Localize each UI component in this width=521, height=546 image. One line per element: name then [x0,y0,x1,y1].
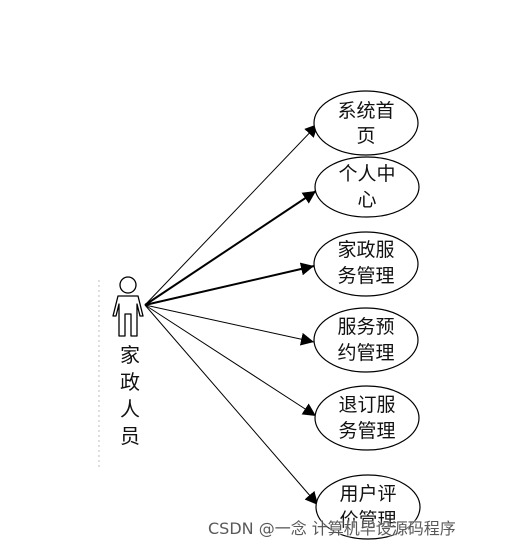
use-case-ellipse [314,385,420,451]
use-case-ellipse [315,474,421,540]
use-case-home: 系统首 页 [313,90,419,156]
use-case-ellipse [314,156,420,218]
use-case-ellipse [313,307,419,373]
use-case-label: 约管理 [337,342,394,364]
use-case-service-management: 家政服 务管理 [313,231,419,297]
use-case-cancellation-management: 退订服 务管理 [314,385,420,451]
use-case-label: 心 [357,189,376,211]
association-arrow [144,304,317,417]
associations [144,123,319,506]
use-case-label: 务管理 [338,420,395,442]
actor-figure [112,276,144,337]
use-case-ellipse [313,90,419,156]
use-case-label: 服务预 [337,316,394,338]
use-case-personal-center: 个人中 心 [314,156,420,218]
actor-head [119,276,137,294]
association-arrow [144,123,319,306]
use-case-label: 个人中 [338,163,395,185]
actor-label: 家 政 人 员 [120,343,140,448]
use-case-label: 退订服 [338,394,395,416]
use-case-label: 务管理 [337,265,394,287]
use-case-label: 用户评 [339,483,396,505]
actor-label-char: 员 [120,424,140,448]
watermark: CSDN @一念 计算机毕设源码程序 [208,519,456,538]
actor-label-char: 家 [120,343,140,367]
association-arrow [144,262,315,306]
association-arrow [144,190,317,306]
use-case-label: 系统首 [337,100,394,122]
use-case-label: 价管理 [339,509,396,531]
actor-body [112,295,144,337]
association-arrow [144,304,319,506]
actor-label-char: 政 [120,370,140,394]
use-case-label: 家政服 [337,239,394,261]
use-case-ellipse [313,231,419,297]
use-case-booking-management: 服务预 约管理 [313,307,419,373]
actor-label-char: 人 [120,397,140,421]
use-case-label: 页 [356,125,375,147]
use-case-review-management: 用户评 价管理 [315,474,421,540]
association-arrow [144,304,315,346]
